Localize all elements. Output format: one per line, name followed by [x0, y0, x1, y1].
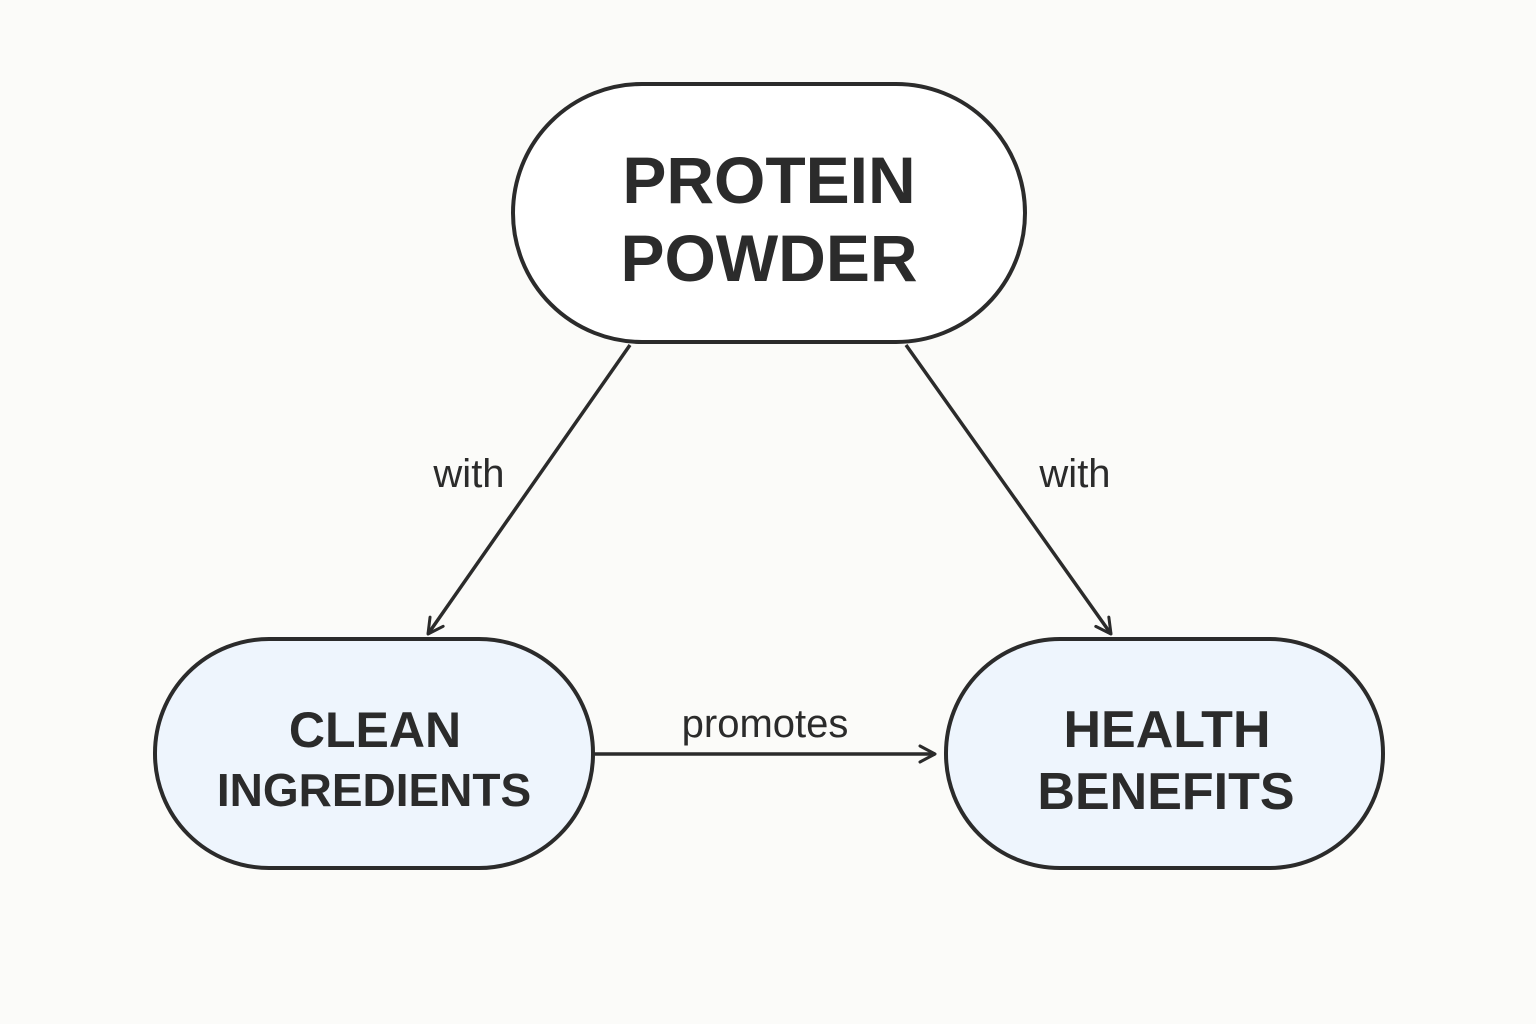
- node-protein-powder-line2: POWDER: [621, 221, 918, 295]
- node-health-benefits: HEALTH BENEFITS: [944, 637, 1385, 870]
- node-clean-ingredients-shape: [153, 637, 595, 870]
- node-protein-powder: PROTEIN POWDER: [511, 82, 1027, 344]
- edge-label-protein-to-health: with: [1038, 452, 1110, 496]
- node-health-benefits-shape: [944, 637, 1385, 870]
- node-health-benefits-line1: HEALTH: [1063, 701, 1270, 759]
- node-clean-ingredients-line2: INGREDIENTS: [217, 764, 531, 816]
- edge-protein-to-health: [904, 343, 1113, 636]
- node-clean-ingredients: CLEAN INGREDIENTS: [153, 637, 595, 870]
- node-protein-powder-line1: PROTEIN: [622, 143, 915, 217]
- node-protein-powder-shape: [511, 82, 1027, 344]
- edge-label-protein-to-clean: with: [432, 452, 504, 496]
- edge-label-clean-to-health: promotes: [682, 702, 849, 746]
- node-clean-ingredients-line1: CLEAN: [289, 702, 461, 758]
- node-health-benefits-line2: BENEFITS: [1037, 763, 1294, 821]
- edge-protein-to-clean: [426, 343, 632, 636]
